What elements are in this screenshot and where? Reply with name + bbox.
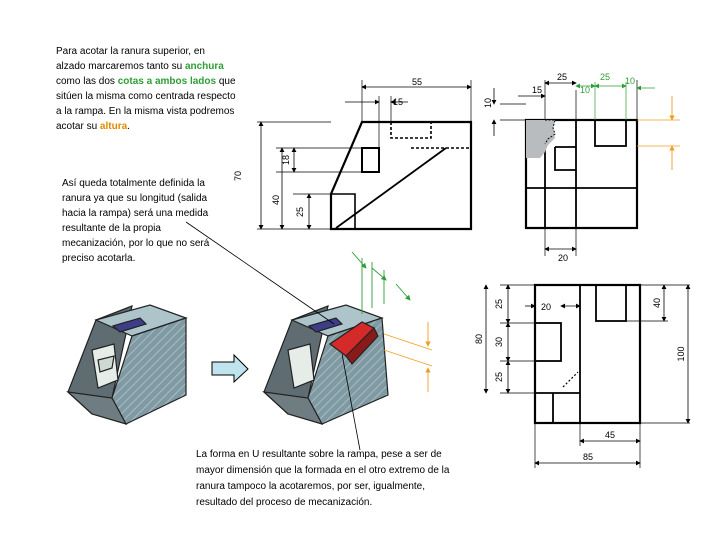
dim-plan-80: 80 xyxy=(474,334,484,344)
isometric-part-after xyxy=(262,304,389,425)
dim-side-green-25: 25 xyxy=(600,72,610,82)
note-top-left: Para acotar la ranura superior, en alzad… xyxy=(56,44,236,134)
note-text: como las dos xyxy=(56,76,115,87)
note-text: que sitúen la misma como centrada respec… xyxy=(56,76,236,132)
side-view-orange-dims xyxy=(637,96,680,170)
dim-side-15: 15 xyxy=(532,85,542,95)
dim-front-70: 70 xyxy=(233,171,243,181)
dim-plan-100: 100 xyxy=(676,346,686,361)
dim-plan-45: 45 xyxy=(605,430,615,440)
note-highlight-cotas: cotas a ambos lados xyxy=(117,76,217,87)
dim-plan-20: 20 xyxy=(541,302,551,312)
transition-arrow-icon xyxy=(211,353,249,384)
dim-front-18: 18 xyxy=(281,155,291,165)
dim-side-20: 20 xyxy=(558,253,568,263)
dim-front-40: 40 xyxy=(271,195,281,205)
side-view xyxy=(491,80,639,256)
side-view-green-dims xyxy=(575,82,655,120)
note-text: Para acotar la ranura superior, en alzad… xyxy=(56,46,205,72)
dim-front-55: 55 xyxy=(412,77,422,87)
isometric-part-before xyxy=(66,304,188,425)
leader-line xyxy=(341,353,361,451)
plan-view xyxy=(483,283,691,468)
note-bottom: La forma en U resultante sobre la rampa,… xyxy=(196,449,450,508)
dim-side-10: 10 xyxy=(483,98,493,108)
dim-plan-40: 40 xyxy=(652,298,662,308)
dim-front-15: 15 xyxy=(393,97,403,107)
note-middle-left: Así queda totalmente definida la ranura … xyxy=(62,178,210,264)
leader-line xyxy=(185,221,335,325)
dim-front-25: 25 xyxy=(295,207,305,217)
dim-side-25: 25 xyxy=(557,72,567,82)
dim-plan-25a: 25 xyxy=(494,299,504,309)
dim-side-green-10b: 10 xyxy=(625,76,635,86)
dim-side-green-10: 10 xyxy=(580,85,590,95)
dim-plan-25b: 25 xyxy=(494,372,504,382)
iso-annotation-lines xyxy=(351,251,433,392)
front-view xyxy=(257,80,473,231)
note-highlight-anchura: anchura xyxy=(184,61,224,72)
dim-plan-30: 30 xyxy=(494,337,504,347)
note-highlight-altura: altura xyxy=(99,121,128,132)
dim-plan-85: 85 xyxy=(583,452,593,462)
note-text: . xyxy=(127,121,130,132)
